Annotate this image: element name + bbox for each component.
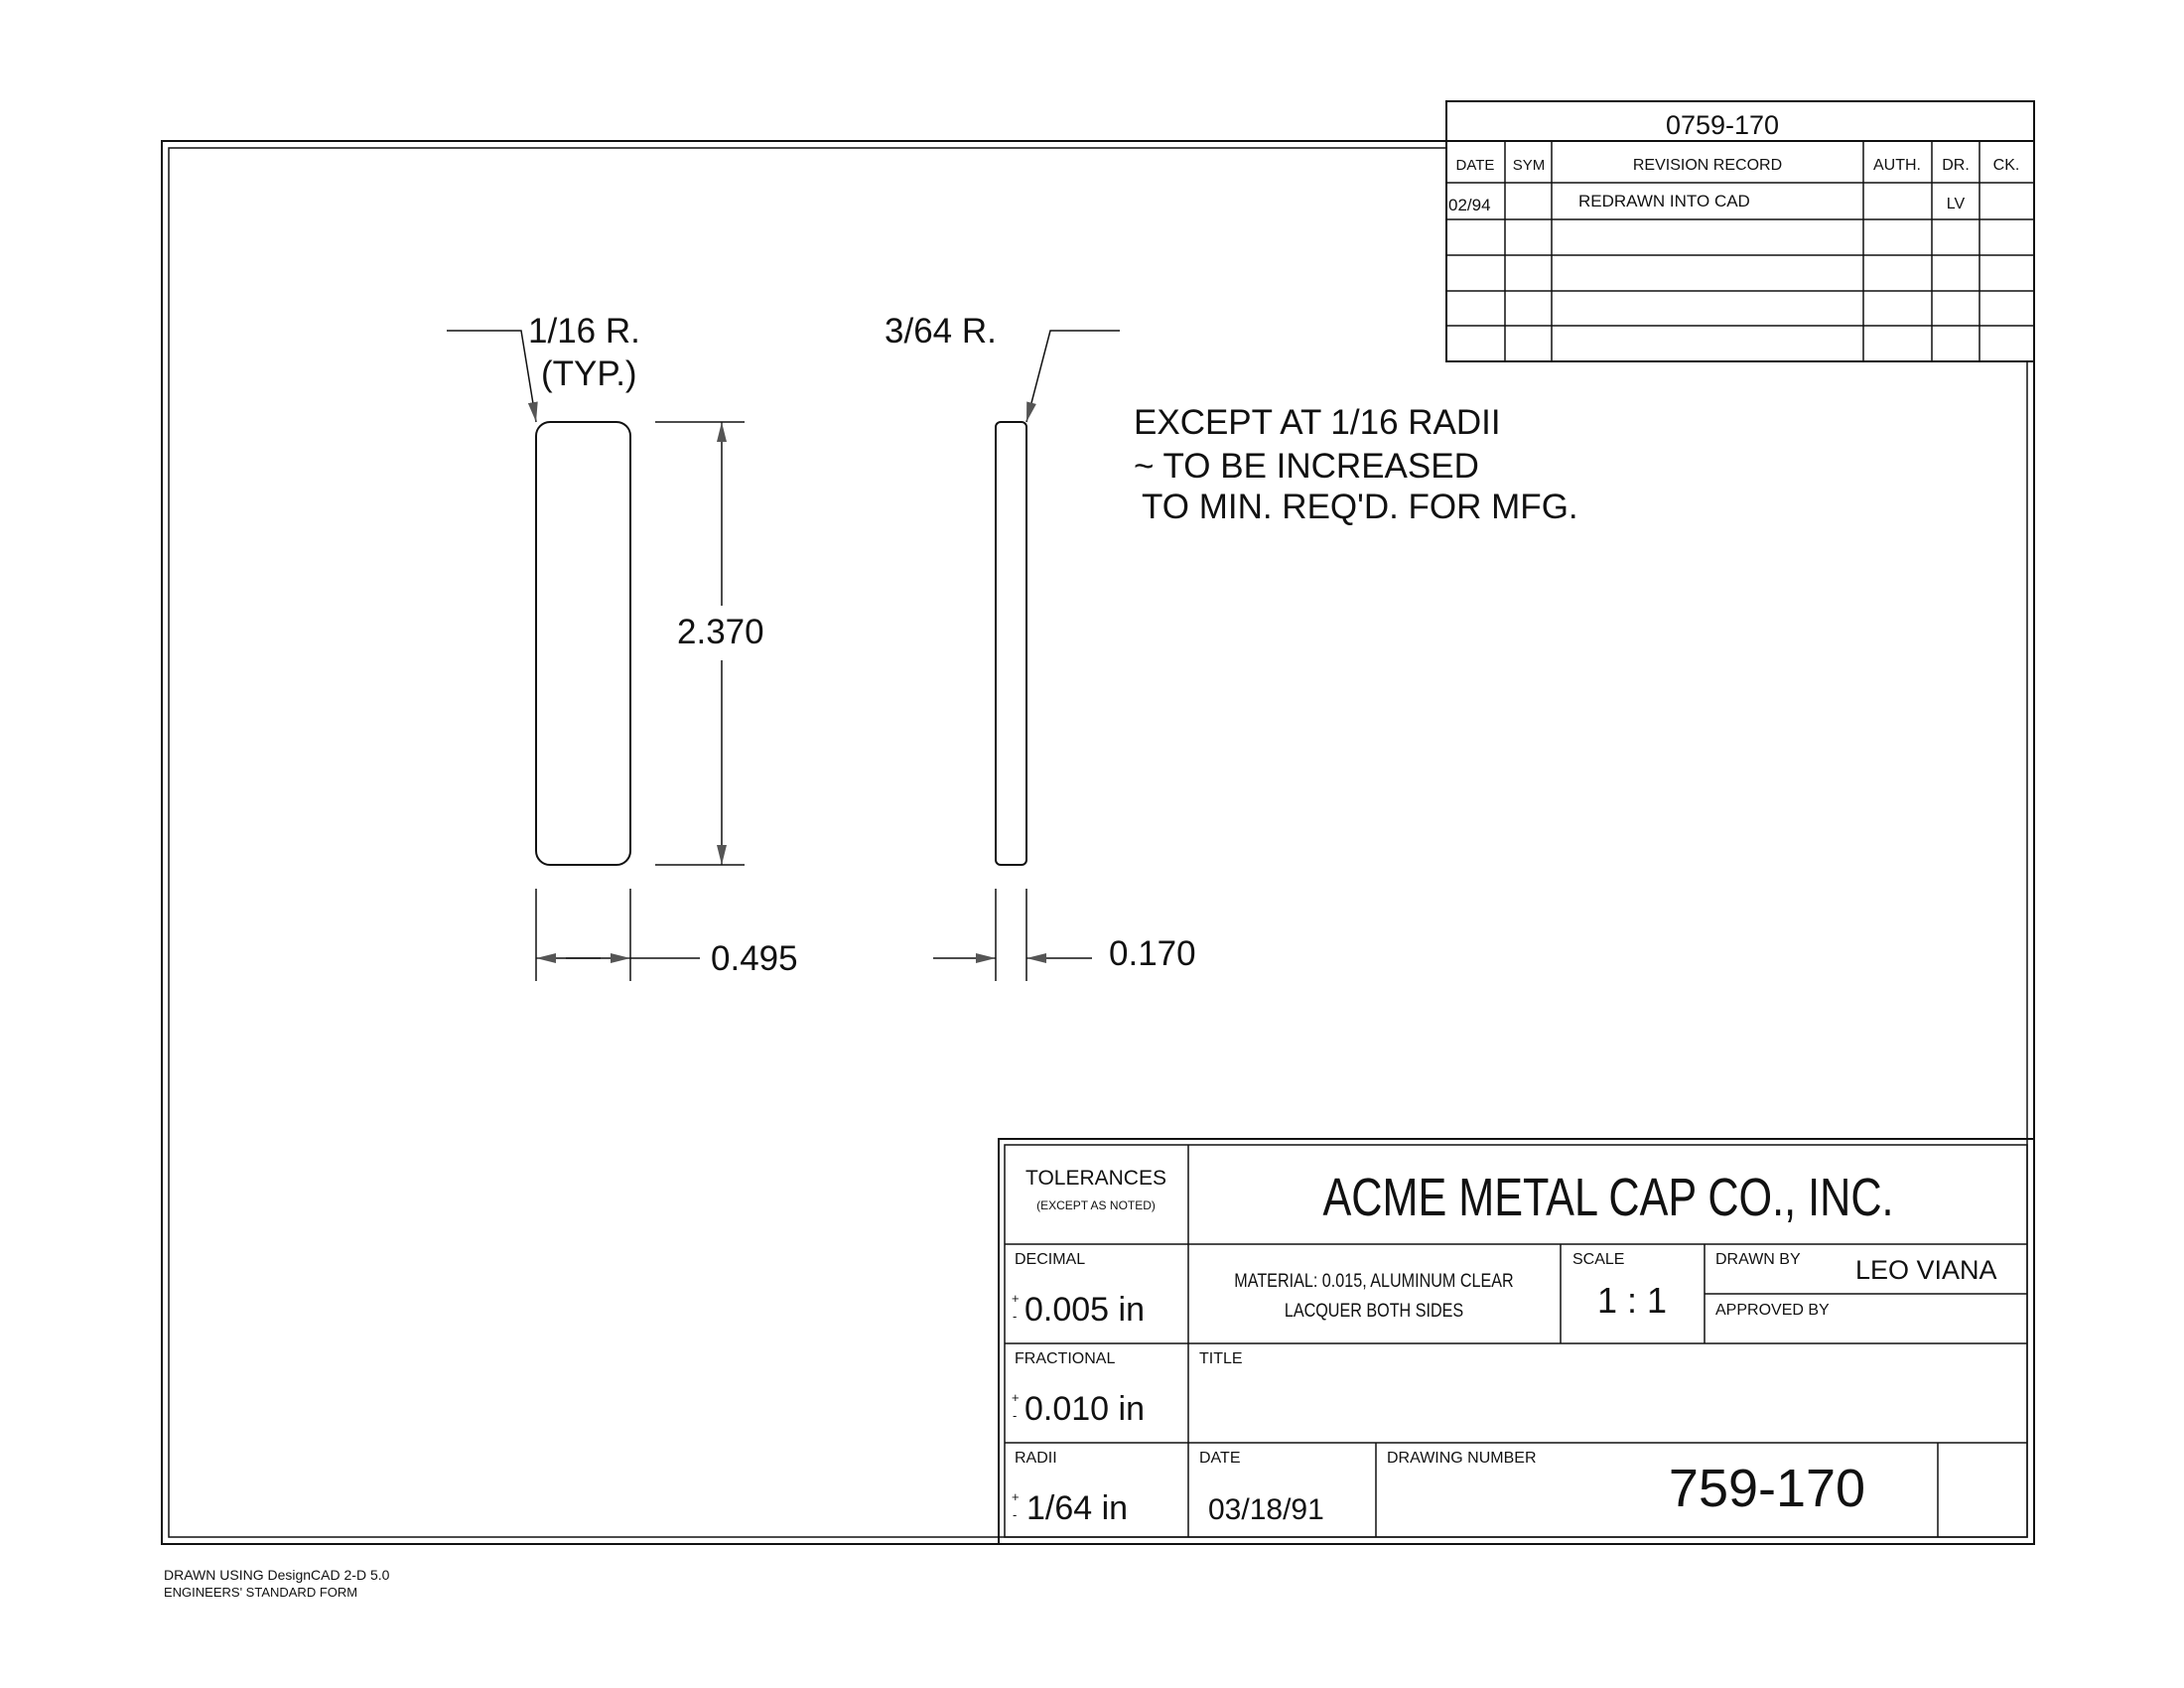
- dim-thickness-label: 0.170: [1109, 934, 1196, 973]
- callout-right: 3/64 R.: [885, 312, 997, 351]
- dim-height-label: 2.370: [677, 613, 764, 651]
- revision-header-number: 0759-170: [1666, 110, 1779, 140]
- rev-row-record: REDRAWN INTO CAD: [1578, 192, 1750, 211]
- revision-block: [1445, 100, 2035, 362]
- rev-row-date: 02/94: [1448, 196, 1491, 214]
- title-label: TITLE: [1199, 1350, 1243, 1367]
- title-block: [998, 1138, 2035, 1545]
- decimal-value: 0.005 in: [1024, 1291, 1145, 1329]
- dimension-height: [655, 421, 745, 866]
- company-name: ACME METAL CAP CO., INC.: [1322, 1169, 1893, 1228]
- fractional-value: 0.010 in: [1024, 1390, 1145, 1428]
- callout-left-line1: 1/16 R.: [528, 312, 640, 351]
- approved-by-label: APPROVED BY: [1715, 1302, 1830, 1319]
- drawn-by-value: LEO VIANA: [1855, 1255, 1997, 1285]
- radii-plus: +: [1012, 1489, 1020, 1504]
- note-line2: ~ TO BE INCREASED: [1134, 447, 1479, 486]
- rev-col-auth: AUTH.: [1873, 157, 1921, 174]
- drawing-number-value: 759-170: [1669, 1459, 1865, 1518]
- rev-col-dr: DR.: [1942, 157, 1970, 174]
- rev-row-dr: LV: [1947, 196, 1966, 212]
- scale-label: SCALE: [1572, 1251, 1624, 1268]
- fractional-minus: -: [1013, 1408, 1017, 1423]
- footer-line2: ENGINEERS' STANDARD FORM: [164, 1585, 357, 1600]
- date-label: DATE: [1199, 1450, 1240, 1467]
- tolerances-label: TOLERANCES: [1025, 1167, 1166, 1190]
- rev-col-date: DATE: [1456, 157, 1495, 174]
- part-side-view: [995, 421, 1027, 866]
- dimension-width: [535, 889, 700, 981]
- footer-line1: DRAWN USING DesignCAD 2-D 5.0: [164, 1567, 390, 1583]
- drawing-number-label: DRAWING NUMBER: [1387, 1450, 1537, 1467]
- leader-3-64-radius: [1025, 330, 1120, 423]
- callout-left-line2: (TYP.): [541, 354, 637, 393]
- revision-row: 02/94 REDRAWN INTO CAD LV: [1448, 192, 1966, 214]
- material-line2: LACQUER BOTH SIDES: [1285, 1300, 1463, 1322]
- dimension-thickness: [933, 889, 1092, 981]
- fractional-plus: +: [1012, 1390, 1020, 1405]
- rev-col-ck: CK.: [1993, 157, 2020, 174]
- fractional-label: FRACTIONAL: [1015, 1350, 1115, 1367]
- radii-value: 1/64 in: [1026, 1489, 1128, 1527]
- decimal-plus: +: [1012, 1291, 1020, 1306]
- radii-label: RADII: [1015, 1450, 1057, 1467]
- decimal-minus: -: [1013, 1309, 1017, 1324]
- tolerances-note: (EXCEPT AS NOTED): [1036, 1198, 1156, 1212]
- note-line1: EXCEPT AT 1/16 RADII: [1134, 403, 1501, 442]
- radii-minus: -: [1013, 1507, 1017, 1522]
- dim-width-label: 0.495: [711, 939, 798, 978]
- decimal-label: DECIMAL: [1015, 1251, 1085, 1268]
- rev-col-sym: SYM: [1513, 157, 1546, 174]
- date-value: 03/18/91: [1208, 1493, 1324, 1526]
- part-front-view: [535, 421, 631, 866]
- scale-value: 1 : 1: [1597, 1280, 1667, 1321]
- drawn-by-label: DRAWN BY: [1715, 1251, 1801, 1268]
- note-line3: TO MIN. REQ'D. FOR MFG.: [1142, 488, 1578, 526]
- leader-1-16-radius: [447, 330, 538, 423]
- material-line1: MATERIAL: 0.015, ALUMINUM CLEAR: [1234, 1270, 1513, 1292]
- rev-col-record: REVISION RECORD: [1633, 157, 1782, 174]
